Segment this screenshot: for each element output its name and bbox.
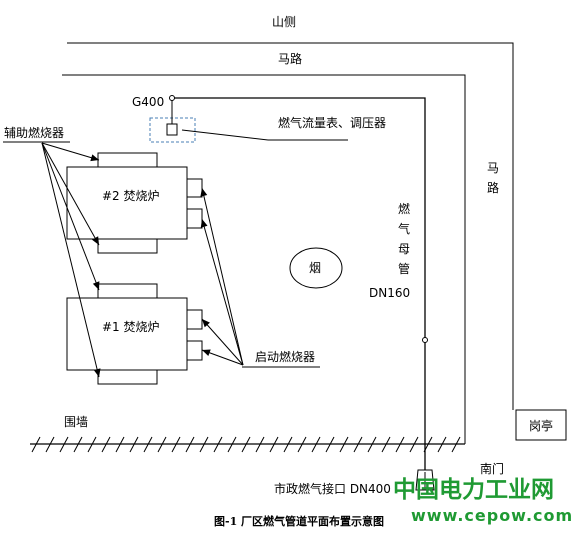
wall-hatch xyxy=(395,436,405,453)
guard-booth xyxy=(515,409,567,441)
wall-hatch xyxy=(367,436,377,453)
chimney xyxy=(289,247,343,289)
wall-hatch xyxy=(227,436,237,453)
start-burner-label: 启动燃烧器 xyxy=(255,349,315,364)
road-top-label: 马路 xyxy=(278,51,302,66)
wall-hatch xyxy=(129,436,139,453)
figure-caption: 图-1 厂区燃气管道平面布置示意图 xyxy=(214,514,384,528)
watermark-url: www.cepow.com xyxy=(411,506,571,525)
svg-text:马路: 马路 xyxy=(487,161,499,195)
flowmeter-label: 燃气流量表、调压器 xyxy=(278,115,386,130)
wall-hatch xyxy=(409,436,419,453)
wall-hatch xyxy=(157,436,167,453)
municipal-gas-label: 市政燃气接口 DN400 xyxy=(274,481,391,496)
wall-hatch xyxy=(311,436,321,453)
wall-hatch xyxy=(101,436,111,453)
gas-main-label: 燃气母管 xyxy=(398,201,410,276)
leader-line xyxy=(201,318,244,366)
furnace-2-aux-burner-bottom xyxy=(97,238,158,254)
wall-hatch xyxy=(325,436,335,453)
furnace-1-aux-burner-top xyxy=(97,283,158,299)
leader-line xyxy=(41,142,100,246)
wall-hatch xyxy=(339,436,349,453)
wall-hatch xyxy=(143,436,153,453)
wall-hatch xyxy=(73,436,83,453)
chimney-label: 烟 xyxy=(309,261,321,275)
furnace-1-label: #1 焚烧炉 xyxy=(102,320,160,334)
gas-main-pipe xyxy=(172,97,426,470)
flowmeter-regulator xyxy=(166,123,178,136)
g400-node xyxy=(169,95,175,101)
wall-hatch xyxy=(115,436,125,453)
leader-line xyxy=(41,142,100,378)
wall-hatch xyxy=(59,436,69,453)
wall-hatch xyxy=(171,436,181,453)
wall-hatch xyxy=(199,436,209,453)
wall-hatch xyxy=(381,436,391,453)
watermark-name: 中国电力工业网 xyxy=(393,477,554,503)
wall-hatch xyxy=(437,436,447,453)
arrow-head xyxy=(92,281,100,290)
wall-hatch xyxy=(451,436,461,453)
furnace-2 xyxy=(66,166,188,240)
furnace-2-start-burner-2 xyxy=(186,208,203,229)
furnace-2-label: #2 焚烧炉 xyxy=(102,189,160,203)
furnace-2-aux-burner-top xyxy=(97,152,158,168)
pipe-junction-node xyxy=(422,337,428,343)
wall-hatch xyxy=(213,436,223,453)
leader-line xyxy=(201,218,244,366)
wall-hatch xyxy=(269,436,279,453)
wall-hatch xyxy=(353,436,363,453)
leader-line xyxy=(201,187,244,366)
aux-burner-arrows xyxy=(41,142,101,378)
furnace-1-start-burner-1 xyxy=(186,309,203,330)
flowmeter-leader xyxy=(181,129,269,141)
perimeter-wall xyxy=(30,436,465,453)
wall-hatch xyxy=(241,436,251,453)
aux-burner-label: 辅助燃烧器 xyxy=(4,125,64,140)
south-gate-label: 南门 xyxy=(480,461,504,476)
furnace-2-start-burner-1 xyxy=(186,178,203,198)
g400-label: G400 xyxy=(132,95,164,109)
wall-hatch xyxy=(185,436,195,453)
mountain-side-label: 山侧 xyxy=(272,15,296,29)
arrow-head xyxy=(93,368,101,377)
arrow-head xyxy=(200,219,208,228)
arrow-head xyxy=(90,154,99,162)
wall-hatch xyxy=(87,436,97,453)
wall-hatch xyxy=(31,436,41,453)
furnace-1 xyxy=(66,297,188,371)
wall-hatch xyxy=(45,436,55,453)
outer-road-line xyxy=(67,42,514,410)
guard-booth-label: 岗亭 xyxy=(529,418,553,433)
furnace-1-aux-burner-bottom xyxy=(97,369,158,385)
arrow-head xyxy=(92,236,99,245)
road-right-label: 马路 xyxy=(487,161,499,195)
svg-text:燃气母管: 燃气母管 xyxy=(398,201,410,276)
inner-road-line xyxy=(62,74,466,444)
furnace-1-start-burner-2 xyxy=(186,340,203,361)
arrow-head xyxy=(202,349,211,357)
start-burner-arrows xyxy=(200,187,244,366)
arrow-head xyxy=(200,188,208,197)
wall-label: 围墙 xyxy=(64,415,88,429)
leader-line xyxy=(41,142,100,291)
dn160-label: DN160 xyxy=(369,286,410,300)
wall-hatch xyxy=(283,436,293,453)
wall-hatch xyxy=(297,436,307,453)
arrow-head xyxy=(202,319,210,328)
leader-line xyxy=(41,142,100,161)
wall-hatch xyxy=(255,436,265,453)
